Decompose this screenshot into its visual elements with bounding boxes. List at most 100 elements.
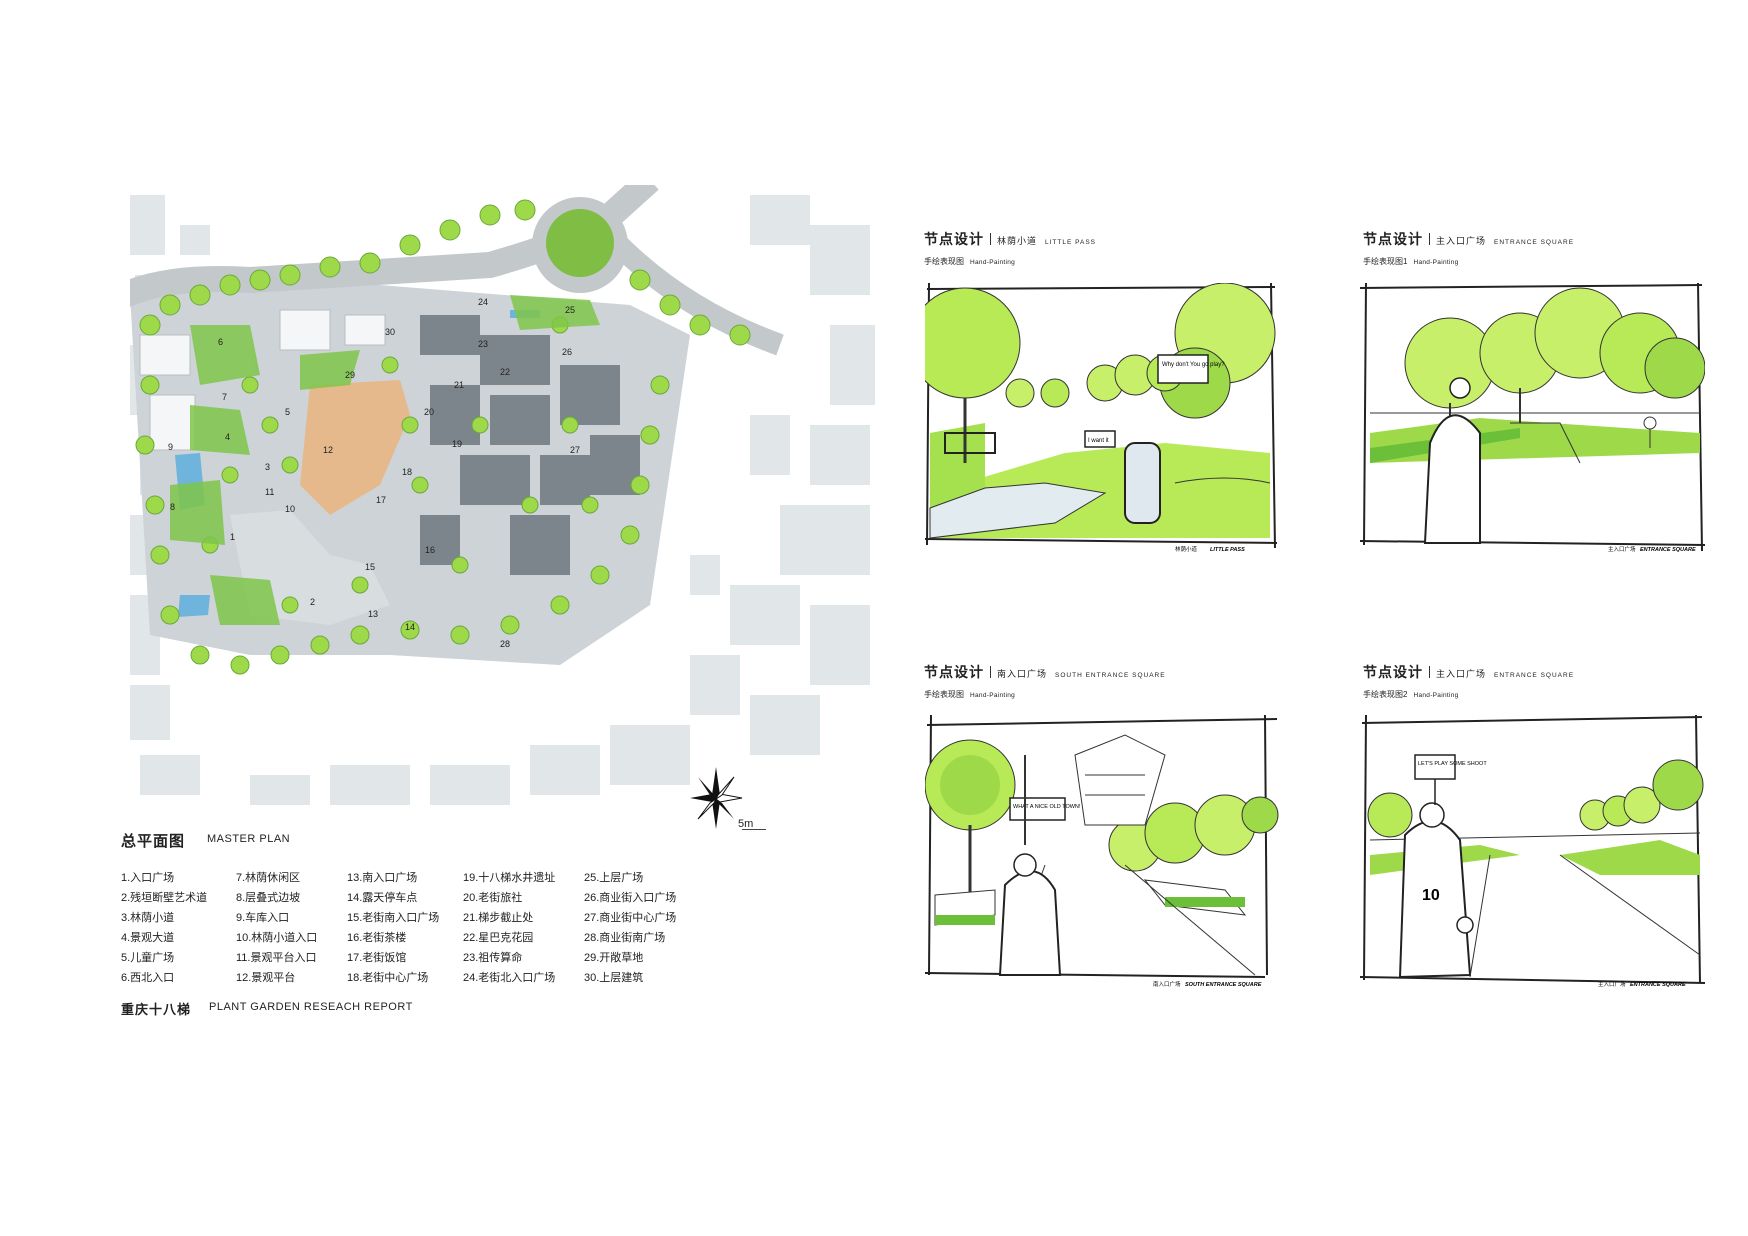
entrance-square-sketch-2: 10 LET'S PLAY SOME SHOOT 主入口广场 ENTRANCE …	[1360, 715, 1705, 990]
caption-en: Hand-Painting	[970, 692, 1016, 699]
legend-column-2: 7.林荫休闲区 8.层叠式边坡 9.车库入口 10.林荫小道入口 11.景观平台…	[236, 868, 317, 988]
panel-subtitle-en: SOUTH ENTRANCE SQUARE	[1055, 672, 1166, 679]
map-label-8: 8	[170, 502, 175, 512]
caption-en: Hand-Painting	[1413, 692, 1459, 699]
map-label-7: 7	[222, 392, 227, 402]
jersey-number: 10	[1422, 887, 1440, 904]
map-label-15: 15	[365, 562, 375, 572]
panel-subtitle-en: ENTRANCE SQUARE	[1494, 672, 1575, 679]
map-label-12: 12	[323, 445, 333, 455]
legend-item: 20.老街旅社	[463, 892, 523, 904]
panel-footer-en: SOUTH ENTRANCE SQUARE	[1185, 982, 1262, 988]
panel-title-label: 节点设计	[924, 231, 984, 247]
map-label-20: 20	[424, 407, 434, 417]
panel-caption: 手绘表现图2 Hand-Painting	[1363, 689, 1459, 700]
trees	[135, 199, 751, 675]
legend-item: 26.商业街入口广场	[584, 892, 677, 904]
legend-column-4: 19.十八梯水井遗址 20.老街旅社 21.梯步截止处 22.星巴克花园 23.…	[463, 868, 555, 988]
panel-title: 节点设计 主入口广场 ENTRANCE SQUARE	[1363, 229, 1574, 249]
north-arrow-icon	[688, 765, 744, 831]
map-label-4: 4	[225, 432, 230, 442]
caption-en: Hand-Painting	[1413, 259, 1459, 266]
map-label-17: 17	[376, 495, 386, 505]
legend-item: 23.祖传算命	[463, 952, 523, 964]
scale-label: 5m	[738, 818, 754, 830]
surrounding-buildings	[130, 195, 875, 805]
panel-title-label: 节点设计	[924, 664, 984, 680]
map-label-6: 6	[218, 337, 223, 347]
map-label-19: 19	[452, 439, 462, 449]
legend-item: 25.上层广场	[584, 872, 644, 884]
roundabout-garden	[546, 209, 614, 277]
map-label-22: 22	[500, 367, 510, 377]
legend-item: 9.车库入口	[236, 912, 290, 924]
legend-item: 11.景观平台入口	[236, 952, 317, 964]
legend-item: 14.露天停车点	[347, 892, 418, 904]
legend-item: 7.林荫休闲区	[236, 872, 301, 884]
panel-footer-cn: 南入口广场	[1153, 980, 1181, 988]
white-buildings	[139, 309, 386, 451]
map-label-27: 27	[570, 445, 580, 455]
legend-item: 15.老街南入口广场	[347, 912, 440, 924]
master-plan-map: 1 2 3 4 5 6 7 8 9 10 11 12 13 14 15 16 1…	[130, 185, 878, 810]
panel-subtitle-en: ENTRANCE SQUARE	[1494, 239, 1575, 246]
map-label-29: 29	[345, 370, 355, 380]
legend-item: 24.老街北入口广场	[463, 972, 556, 984]
legend-column-1: 1.入口广场 2.残垣断壁艺术道 3.林荫小道 4.景观大道 5.儿童广场 6.…	[121, 868, 207, 988]
legend-item: 18.老街中心广场	[347, 972, 429, 984]
legend-item: 27.商业街中心广场	[584, 912, 677, 924]
little-pass-sketch: Why don't You go play? I want it 林荫小道 LI…	[925, 283, 1280, 553]
legend-column-5: 25.上层广场 26.商业街入口广场 27.商业街中心广场 28.商业街南广场 …	[584, 868, 676, 988]
south-entrance-sketch: WHAT A NICE OLD TOWN! 南入口广场 SOUTH ENTRAN…	[925, 715, 1280, 990]
panel-title-label: 节点设计	[1363, 231, 1423, 247]
caption-en: Hand-Painting	[970, 259, 1016, 266]
green-slopes	[170, 295, 600, 625]
project-title-en: PLANT GARDEN RESEACH REPORT	[209, 1001, 413, 1013]
scale-bar	[742, 829, 766, 830]
legend-item: 6.西北入口	[121, 972, 175, 984]
map-label-13: 13	[368, 609, 378, 619]
panel-footer-en: ENTRANCE SQUARE	[1630, 982, 1686, 988]
panel-title: 节点设计 林荫小道 LITTLE PASS	[924, 229, 1096, 249]
map-label-24: 24	[478, 297, 488, 307]
speech-bubble-text: I want it	[1088, 438, 1109, 444]
caption-cn: 手绘表现图1	[1363, 257, 1408, 266]
map-label-14: 14	[405, 622, 415, 632]
ball-icon	[1456, 916, 1474, 934]
panel-subtitle-cn: 主入口广场	[1436, 669, 1487, 679]
legend-item: 13.南入口广场	[347, 872, 418, 884]
legend-column-3: 13.南入口广场 14.露天停车点 15.老街南入口广场 16.老街茶楼 17.…	[347, 868, 439, 988]
master-plan-drawing: 1 2 3 4 5 6 7 8 9 10 11 12 13 14 15 16 1…	[130, 185, 875, 805]
legend-item: 21.梯步截止处	[463, 912, 534, 924]
legend-item: 16.老街茶楼	[347, 932, 407, 944]
legend-item: 5.儿童广场	[121, 952, 175, 964]
panel-subtitle-cn: 林荫小道	[997, 236, 1038, 246]
legend-item: 28.商业街南广场	[584, 932, 666, 944]
panel-footer-en: LITTLE PASS	[1210, 547, 1245, 553]
master-plan-legend: 1.入口广场 2.残垣断壁艺术道 3.林荫小道 4.景观大道 5.儿童广场 6.…	[121, 868, 711, 984]
legend-item: 4.景观大道	[121, 932, 175, 944]
legend-item: 19.十八梯水井遗址	[463, 872, 556, 884]
panel-subtitle-en: LITTLE PASS	[1045, 239, 1096, 246]
legend-item: 29.开敞草地	[584, 952, 644, 964]
master-plan-title-cn: 总平面图	[121, 833, 186, 850]
panel-footer-cn: 主入口广场	[1598, 980, 1626, 988]
legend-item: 17.老街饭馆	[347, 952, 407, 964]
legend-item: 8.层叠式边坡	[236, 892, 301, 904]
legend-item: 22.星巴克花园	[463, 932, 534, 944]
map-label-23: 23	[478, 339, 488, 349]
panel-title-label: 节点设计	[1363, 664, 1423, 680]
speech-bubble-text: Why don't You go play?	[1162, 362, 1225, 368]
map-label-18: 18	[402, 467, 412, 477]
caption-cn: 手绘表现图2	[1363, 690, 1408, 699]
panel-title: 节点设计 主入口广场 ENTRANCE SQUARE	[1363, 662, 1574, 682]
panel-subtitle-cn: 主入口广场	[1436, 236, 1487, 246]
entrance-square-sketch-1: 主入口广场 ENTRANCE SQUARE	[1360, 283, 1705, 553]
map-label-3: 3	[265, 462, 270, 472]
map-label-9: 9	[168, 442, 173, 452]
legend-item: 12.景观平台	[236, 972, 296, 984]
legend-item: 30.上层建筑	[584, 972, 644, 984]
